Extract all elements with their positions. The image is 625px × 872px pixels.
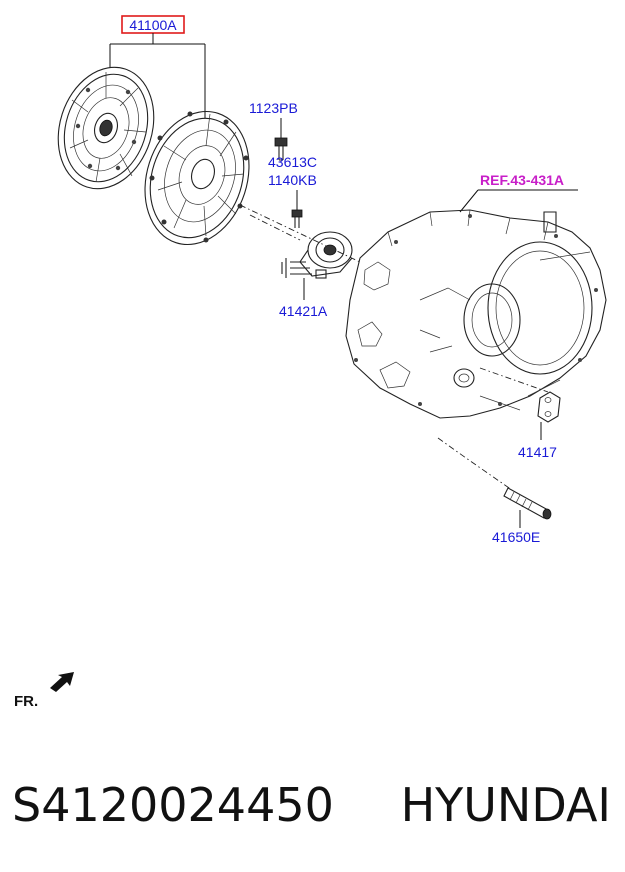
- bolt-1140KB[interactable]: [291, 209, 303, 228]
- alignment-line-gasket: [479, 367, 549, 393]
- assembly-leader-line: [109, 33, 206, 118]
- callout-41417[interactable]: 41417: [518, 444, 557, 460]
- transmission-housing[interactable]: [345, 209, 607, 419]
- callout-1123PB[interactable]: 1123PB: [249, 100, 298, 116]
- footer-bar: S4120024450 HYUNDAI: [0, 770, 625, 840]
- callout-41421A[interactable]: 41421A: [279, 303, 328, 319]
- brand-name: HYUNDAI: [400, 778, 611, 832]
- callout-43613C[interactable]: 43613C: [268, 154, 317, 170]
- alignment-line-upper: [239, 204, 361, 263]
- callout-1140KB[interactable]: 1140KB: [268, 172, 317, 188]
- clutch-disc[interactable]: [43, 55, 169, 201]
- bolt-1123PB[interactable]: [274, 137, 288, 161]
- front-marker-label: FR.: [14, 693, 38, 710]
- part-number: S4120024450: [12, 778, 334, 832]
- reference-leader-line: [459, 189, 578, 213]
- front-arrow-icon: [50, 672, 74, 692]
- release-bearing-41421A[interactable]: [281, 231, 353, 279]
- callout-41650E[interactable]: 41650E: [492, 529, 540, 545]
- callout-41100A[interactable]: 41100A: [129, 17, 177, 33]
- gasket-41417[interactable]: [537, 391, 561, 423]
- alignment-line-shaft: [437, 437, 513, 491]
- shaft-41650E[interactable]: [503, 487, 552, 520]
- alignment-line-bolt: [249, 214, 301, 241]
- callout-reference[interactable]: REF.43-431A: [480, 172, 564, 188]
- pressure-plate[interactable]: [128, 98, 265, 258]
